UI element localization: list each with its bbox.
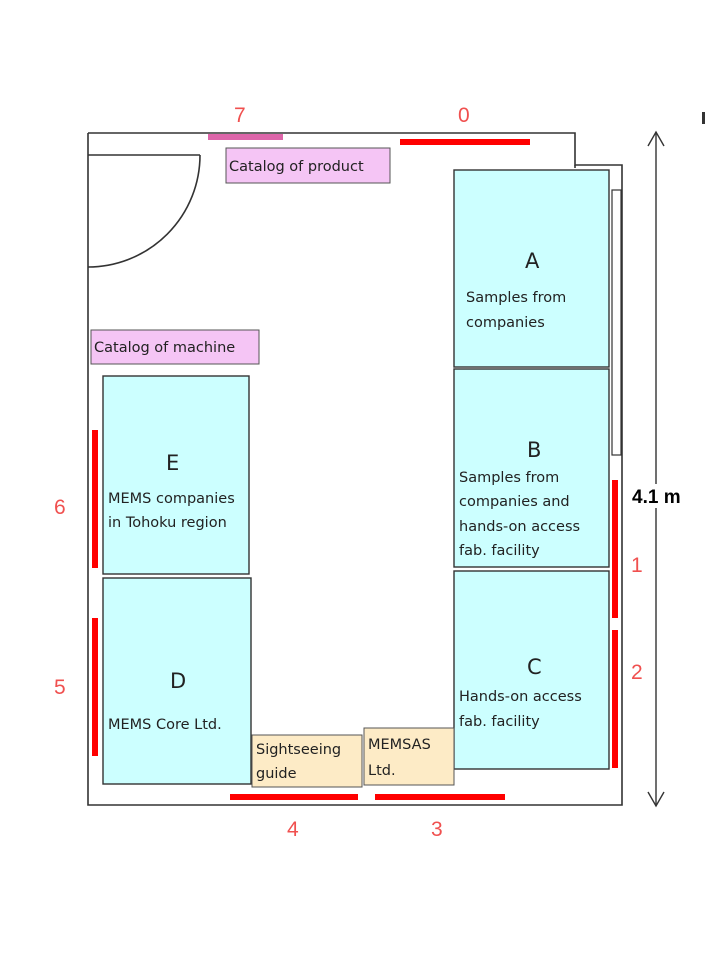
dimension-arrow [647,130,665,808]
booth-d-line-1: MEMS Core Ltd. [108,717,222,733]
booth-a-line-1: Samples from [466,290,566,306]
wall-bar-3 [375,794,505,800]
catalog-product-label: Catalog of product [229,159,364,175]
wall-label-4: 4 [287,818,299,841]
wall-bar-5 [92,618,98,756]
wall-label-1: 1 [631,554,643,577]
catalog-product: Catalog of product [225,147,391,184]
wall-label-2: 2 [631,661,643,684]
wall-labels: 7 0 1 2 3 4 5 6 [54,104,643,841]
booth-b-line-2: companies and [459,494,570,510]
room-walls [87,132,623,806]
catalog-machine: Catalog of machine [90,329,260,365]
wall-label-0: 0 [458,104,470,127]
booth-b: B Samples from companies and hands-on ac… [453,368,610,568]
wall-bar-7 [208,134,283,140]
wall-bar-4 [230,794,358,800]
booth-c-line-1: Hands-on access [459,689,582,705]
wall-bar-1 [612,480,618,618]
tag-sightseeing-guide: Sightseeing guide [251,734,363,788]
wall-markers [92,134,618,800]
wall-label-7: 7 [234,104,246,127]
catalog-machine-label: Catalog of machine [94,340,235,356]
booth-b-line-4: fab. facility [459,543,540,559]
door-icon [87,154,201,268]
wall-label-3: 3 [431,818,443,841]
tag-memsas-line-1: MEMSAS [368,737,431,753]
wall-bar-2 [612,630,618,768]
wall-label-5: 5 [54,676,66,699]
booth-a-letter: A [525,249,540,273]
wall-bar-0 [400,139,530,145]
edge-mark [702,112,705,124]
tag-sightseeing-line-2: guide [256,766,297,782]
booth-c: C Hands-on access fab. facility [453,570,610,770]
booth-a-line-2: companies [466,315,545,331]
booth-c-letter: C [527,655,542,679]
booth-b-line-3: hands-on access [459,519,580,535]
booth-b-letter: B [527,438,541,462]
tag-memsas-line-2: Ltd. [368,763,396,779]
right-wall-panel [611,189,622,456]
booth-b-line-1: Samples from [459,470,559,486]
booth-d: D MEMS Core Ltd. [102,577,252,785]
booth-e-letter: E [166,451,179,475]
tag-memsas: MEMSAS Ltd. [363,727,455,786]
booth-e-line-1: MEMS companies [108,491,235,507]
dimension-label: 4.1 m [632,487,681,508]
booth-d-letter: D [170,669,186,693]
wall-label-6: 6 [54,496,66,519]
booth-e: E MEMS companies in Tohoku region [102,375,250,575]
booth-a: A Samples from companies [453,169,610,368]
booth-c-line-2: fab. facility [459,714,540,730]
tag-sightseeing-line-1: Sightseeing [256,742,341,758]
booth-e-line-2: in Tohoku region [108,515,227,531]
wall-bar-6 [92,430,98,568]
